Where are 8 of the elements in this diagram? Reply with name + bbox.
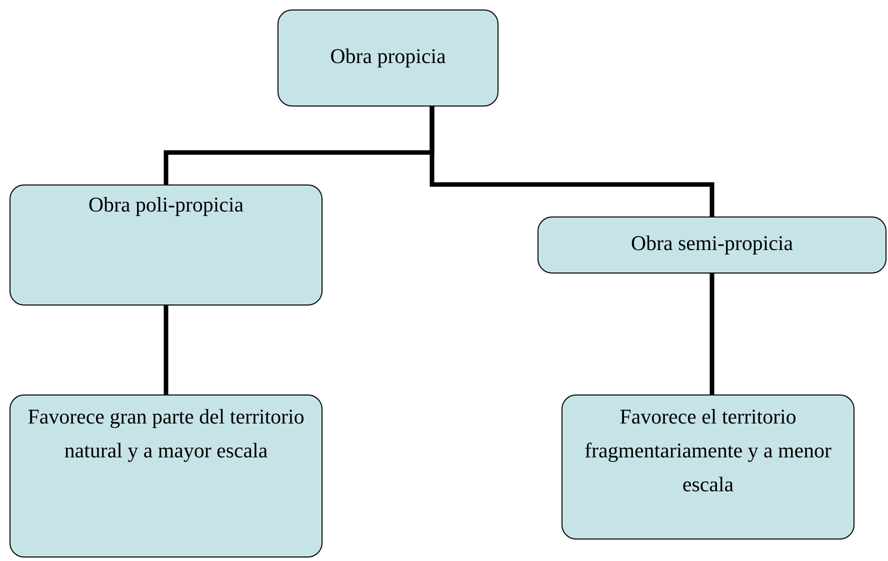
- connector-line: [710, 274, 714, 394]
- process-box: Favorece el territorio fragmentariamente y a menor escala: [562, 394, 854, 540]
- connector-line: [164, 306, 168, 394]
- process-box: Favorece gran parte del territorio natural y a mayor escala: [10, 394, 322, 558]
- process-box: Obra semi-propicia: [538, 216, 886, 274]
- connector-line: [430, 106, 714, 216]
- process-box: Obra poli-propicia: [10, 184, 322, 306]
- process-box: Obra propicia: [278, 10, 498, 106]
